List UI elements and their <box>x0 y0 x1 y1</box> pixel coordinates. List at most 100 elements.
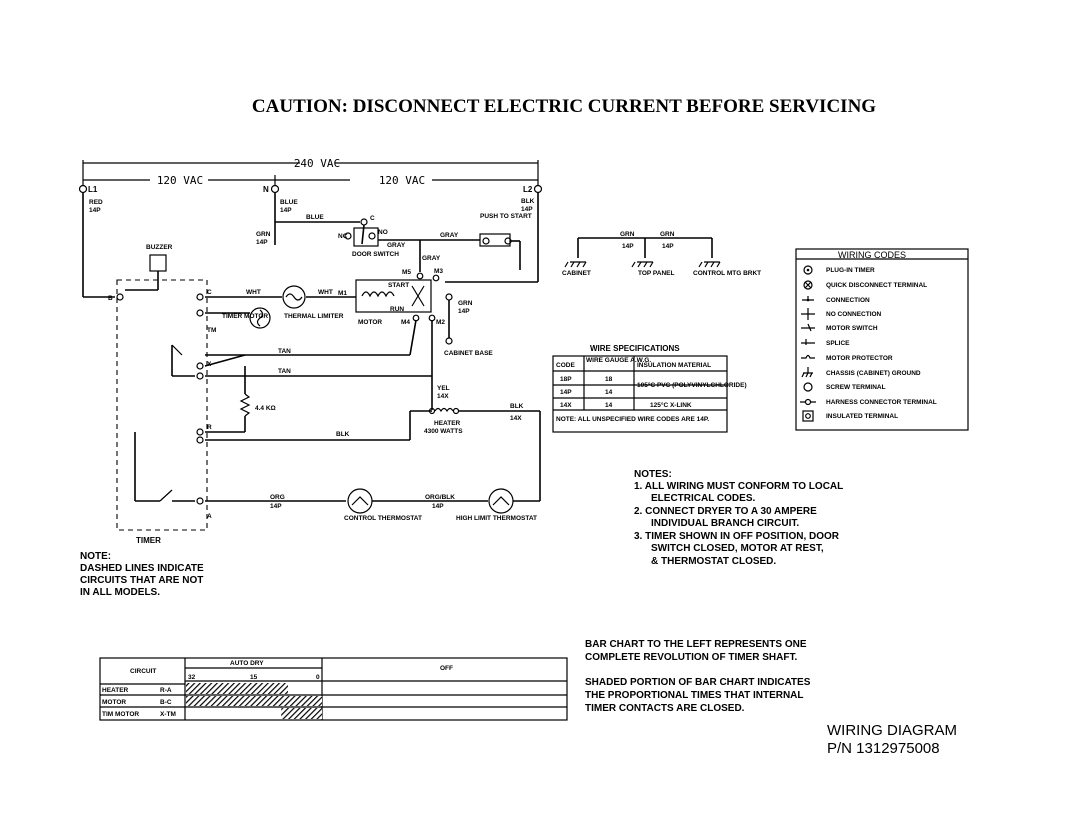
wiring-codes-items-9-label: HARNESS CONNECTOR TERMINAL <box>826 399 937 406</box>
voltage-dimensions: 240 VAC 120 VAC 120 VAC <box>82 157 539 187</box>
wiring-codes-items-4-label: MOTOR SWITCH <box>826 325 878 332</box>
bar-chart-off: OFF <box>440 665 453 672</box>
motor-switch-icon <box>801 323 815 332</box>
buzzer-label: BUZZER <box>146 244 173 251</box>
terminal-n: N <box>263 185 269 194</box>
wire-labels-tC: C <box>207 289 212 296</box>
wire-labels-org-blk-gauge: 14P <box>432 503 444 510</box>
bar-chart-rows-1-name: MOTOR <box>102 699 126 706</box>
wiring-codes-items-1-label: QUICK DISCONNECT TERMINAL <box>826 282 927 289</box>
ground-block-top-panel: TOP PANEL <box>638 270 675 277</box>
wiring-codes-items-8-label: SCREW TERMINAL <box>826 384 886 391</box>
chassis-ground-icon <box>801 367 813 378</box>
wire-labels-timer-motor: TIMER MOTOR <box>222 313 268 320</box>
no-connection-icon <box>801 308 815 320</box>
wire-labels-gray-door: GRAY <box>387 242 406 249</box>
notes-lines-4: 3. TIMER SHOWN IN OFF POSITION, DOOR <box>634 531 840 542</box>
wire-specs-rows-2-1: 14 <box>605 402 613 409</box>
notes-block: NOTES: 1. ALL WIRING MUST CONFORM TO LOC… <box>634 469 843 567</box>
wire-labels-blue-mid: BLUE <box>306 214 324 221</box>
wire-labels-tan2: TAN <box>278 368 291 375</box>
wire-labels-yel-gauge: 14X <box>437 393 449 400</box>
wire-specs-rows-2-0: 14X <box>560 402 572 409</box>
wire-labels-control-thermostat: CONTROL THERMOSTAT <box>344 515 422 522</box>
connection-icon <box>802 296 814 302</box>
wire-labels-high-limit: HIGH LIMIT THERMOSTAT <box>456 515 537 522</box>
bar-chart-rows-0-name: HEATER <box>102 687 129 694</box>
wire-labels-blue-gauge: 14P <box>280 207 292 214</box>
bar-chart-ticks-0: 32 <box>188 674 196 681</box>
timer-bar-chart: CIRCUIT AUTO DRY OFF 32 15 0 HEATER R-A … <box>99 657 568 721</box>
wire-labels-m3: M3 <box>434 268 443 275</box>
bar-chart-rows-2-contacts: X-TM <box>160 711 176 718</box>
bar-note-5: TIMER CONTACTS ARE CLOSED. <box>585 703 745 714</box>
note-left-1: DASHED LINES INDICATE <box>80 563 204 574</box>
notes-lines-1: ELECTRICAL CODES. <box>651 493 755 504</box>
wire-labels-yel: YEL <box>437 385 450 392</box>
wire-labels-grn-motor: GRN <box>458 300 473 307</box>
wire-labels-thermal-limiter: THERMAL LIMITER <box>284 313 344 320</box>
splice-icon <box>801 339 815 345</box>
wire-labels-run: RUN <box>390 306 404 313</box>
bar-chart-rows-0-contacts: R-A <box>160 687 172 694</box>
quick-disconnect-icon <box>803 280 813 290</box>
wiring-codes-items-3-label: NO CONNECTION <box>826 311 882 318</box>
wire-labels-tX: X <box>207 361 212 368</box>
plug-in-timer-icon <box>803 265 813 275</box>
note-left-0: NOTE: <box>80 551 111 562</box>
supply-terminals: L1 N L2 RED 14P BLUE 14P BLK 14P <box>78 184 543 214</box>
wire-specs-headers-2: INSULATION MATERIAL <box>637 362 711 369</box>
wire-labels-tB: B <box>108 295 113 302</box>
ground-block-cabinet: CABINET <box>562 270 591 277</box>
harness-connector-icon <box>800 398 816 406</box>
wire-labels-tTM: TM <box>207 327 216 334</box>
bar-chart-auto-dry: AUTO DRY <box>230 660 264 667</box>
wire-labels-m4: M4 <box>401 319 410 326</box>
wire-labels-blk-right: BLK <box>510 403 524 410</box>
bar-chart-rows-2-name: TIM MOTOR <box>102 711 139 718</box>
bar-note-1: COMPLETE REVOLUTION OF TIMER SHAFT. <box>585 652 797 663</box>
wire-labels-tR: R <box>207 424 212 431</box>
bar-chart-rows-1-contacts: B-C <box>160 699 172 706</box>
wiring-codes-items-2-label: CONNECTION <box>826 297 870 304</box>
wire-labels-grn-left: GRN <box>256 231 271 238</box>
wire-specs-rows-0-1: 18 <box>605 376 613 383</box>
wire-specs-rows-1-0: 14P <box>560 389 572 396</box>
wire-labels-door-nc: NC <box>338 233 348 240</box>
wire-labels-tA: A <box>207 513 212 520</box>
bar-note-3: SHADED PORTION OF BAR CHART INDICATES <box>585 677 811 688</box>
wire-specs-rows-2-2: 125°C X-LINK <box>650 401 692 409</box>
insulated-terminal-icon <box>802 410 814 422</box>
wire-specs-headers-0: CODE <box>556 362 575 369</box>
wire-labels-m5: M5 <box>402 269 411 276</box>
bar-chart-circuit-header: CIRCUIT <box>130 668 156 675</box>
wire-specs-title: WIRE SPECIFICATIONS <box>590 344 680 353</box>
notes-lines-6: & THERMOSTAT CLOSED. <box>651 556 776 567</box>
wire-labels-heater-watts: 4300 WATTS <box>424 428 463 435</box>
wire-labels-org-blk: ORG/BLK <box>425 494 455 501</box>
wire-red: RED <box>89 199 103 206</box>
part-number: P/N 1312975008 <box>827 740 940 757</box>
bar-chart-note: BAR CHART TO THE LEFT REPRESENTS ONE COM… <box>585 639 811 714</box>
wire-labels-org: ORG <box>270 494 285 501</box>
terminal-l1: L1 <box>88 185 98 194</box>
wire-labels-blk-l2-gauge: 14P <box>521 206 533 213</box>
note-left-2: CIRCUITS THAT ARE NOT <box>80 575 203 586</box>
bar-motor <box>186 696 322 706</box>
ground-block-control-mtg: CONTROL MTG BRKT <box>693 270 761 277</box>
wire-labels-gray-push: GRAY <box>440 232 459 239</box>
wire-specs-headers-1: WIRE GAUGE A.W.G. <box>586 357 651 364</box>
wire-labels-grn-motor-gauge: 14P <box>458 308 470 315</box>
notes-lines-5: SWITCH CLOSED, MOTOR AT REST, <box>651 543 824 554</box>
wiring-codes-items-10-label: INSULATED TERMINAL <box>826 413 898 420</box>
label-120vac-right: 120 VAC <box>379 174 425 187</box>
wire-labels-wht1: WHT <box>246 289 261 296</box>
wire-labels-org-gauge: 14P <box>270 503 282 510</box>
caution-heading: CAUTION: DISCONNECT ELECTRIC CURRENT BEF… <box>252 96 876 117</box>
notes-title: NOTES: <box>634 469 672 480</box>
wire-labels-blk-mid: BLK <box>336 431 350 438</box>
wire-labels-door-no: NO <box>378 229 388 236</box>
diagram-title: WIRING DIAGRAM <box>827 722 957 739</box>
bar-note-0: BAR CHART TO THE LEFT REPRESENTS ONE <box>585 639 807 650</box>
